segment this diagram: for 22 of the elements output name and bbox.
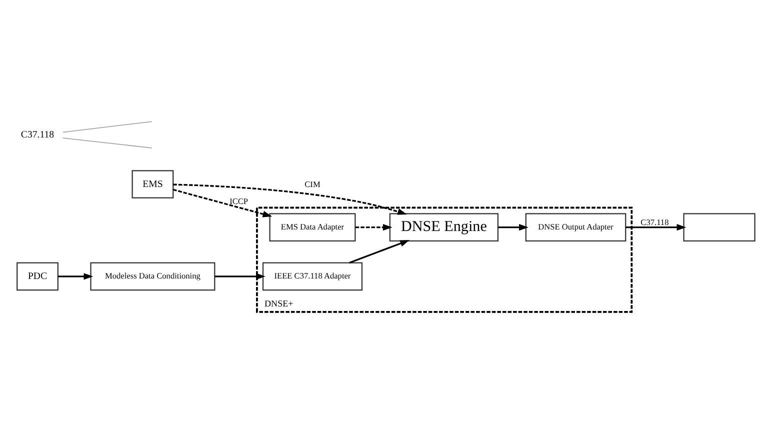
connector [62, 138, 152, 148]
node-box: EMS Data Adapter [269, 213, 356, 242]
arrow [498, 224, 528, 231]
arrow [172, 188, 272, 218]
connector [62, 121, 152, 133]
node-box: DNSE Engine [389, 213, 499, 242]
arrow [214, 273, 266, 280]
arrow [355, 224, 392, 231]
arrow [349, 240, 410, 264]
edge-label: C37.118 [640, 218, 669, 227]
edge-label: CIM [304, 180, 320, 190]
edge-label: ICCP [230, 196, 248, 206]
node-box [683, 213, 756, 242]
node-box: IEEE C37.118 Adapter [262, 262, 363, 291]
node-box: PDC [16, 262, 58, 291]
arrow [173, 184, 407, 215]
arrow [626, 224, 686, 231]
node-box: Modeless Data Conditioning [90, 262, 216, 291]
arrow [58, 273, 94, 280]
node-box: DNSE Output Adapter [525, 213, 626, 242]
node-box: EMS [132, 170, 174, 198]
node-text: C37.118 [20, 130, 54, 141]
